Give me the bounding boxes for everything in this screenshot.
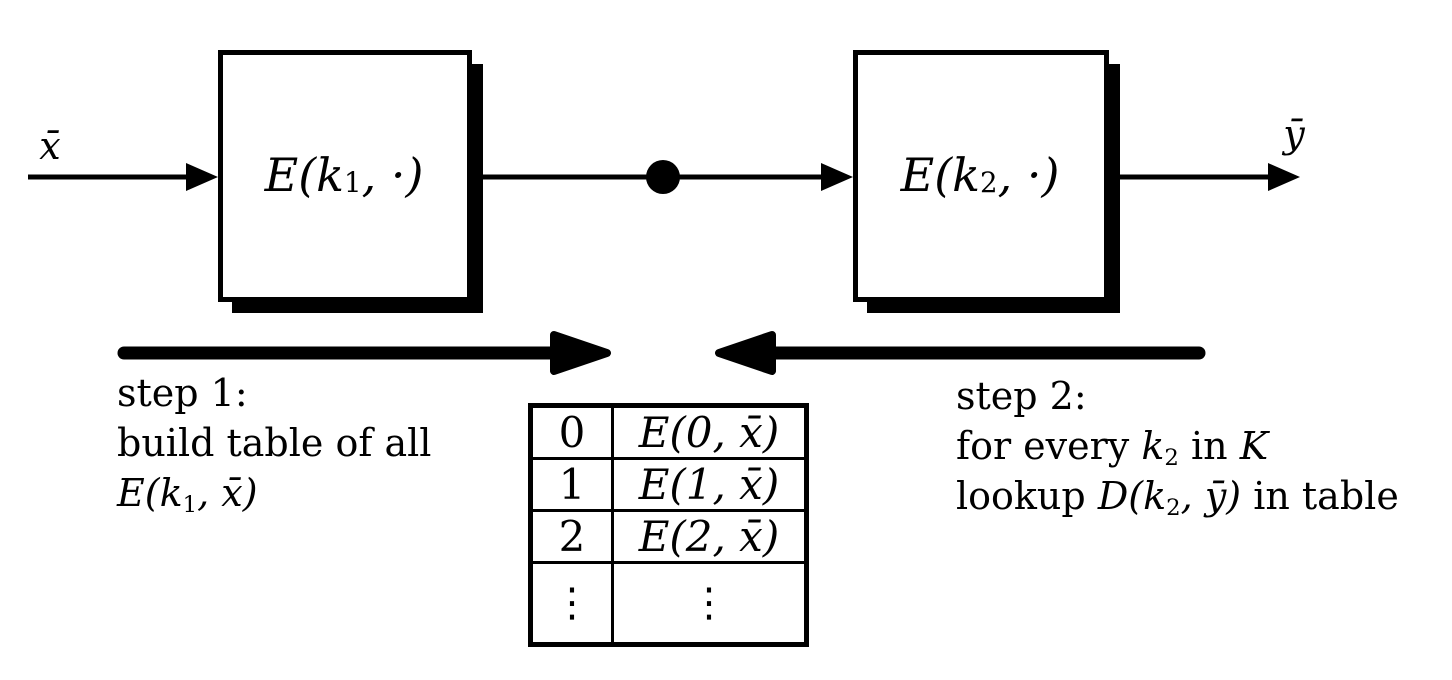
lookup-table: 0 E(0, x̄) 1 E(1, x̄) 2 E(2, x̄) ⋮ ⋮ [528, 403, 809, 647]
step2-formula: lookup D(k2, ȳ) in table [956, 471, 1399, 521]
output-label: ȳ [1283, 112, 1305, 156]
box2-encryption-block [853, 50, 1109, 302]
table-cell-value: E(0, x̄) [611, 404, 808, 460]
input-arrowhead-icon [186, 163, 218, 191]
step2-line2-key: k [1141, 424, 1165, 468]
step2-annotation: step 2: for every k2 in K lookup D(k2, ȳ… [956, 371, 1399, 521]
box2-label-post: , ·) [997, 148, 1060, 202]
table-cell-value-ellipsis: ⋮ [611, 561, 808, 646]
output-arrowhead-icon [1268, 163, 1300, 191]
table-cell-key-ellipsis: ⋮ [529, 561, 614, 646]
table-row-ellipsis: ⋮ ⋮ [529, 561, 808, 646]
step1-arrowhead-icon [550, 331, 611, 375]
step2-line2-text-b: in [1178, 424, 1240, 468]
step2-line2-key-subscript: 2 [1164, 445, 1179, 472]
step2-line3-formula-pre: D(k [1097, 474, 1167, 518]
input-label: x̄ [39, 124, 61, 168]
step1-formula-post: , x̄) [197, 471, 258, 515]
table-cell-key: 2 [529, 509, 614, 564]
step1-formula: E(k1, x̄) [117, 468, 431, 518]
table-cell-key: 0 [529, 404, 614, 460]
junction-dot [646, 160, 680, 194]
table-row: 1 E(1, x̄) [529, 457, 808, 512]
box2-label-pre: E(k [900, 148, 981, 202]
middle-arrowhead-icon [821, 163, 853, 191]
step2-arrowhead-icon [715, 331, 776, 375]
box1-label-post: , ·) [361, 148, 424, 202]
step2-line3-formula-subscript: 2 [1166, 495, 1181, 522]
step1-annotation: step 1: build table of all E(k1, x̄) [117, 368, 431, 518]
step2-line3-formula-post: , ȳ) [1180, 474, 1242, 518]
table-cell-value: E(1, x̄) [611, 457, 808, 512]
step2-line2-text-a: for every [956, 424, 1142, 468]
step1-description: build table of all [117, 421, 432, 465]
step2-description: for every k2 in K [956, 421, 1399, 471]
table-cell-key: 1 [529, 457, 614, 512]
table-row: 0 E(0, x̄) [529, 404, 808, 460]
table-row: 2 E(2, x̄) [529, 509, 808, 564]
step2-keyspace-symbol: K [1239, 424, 1269, 468]
box1-encryption-block [218, 50, 472, 302]
table-cell-value: E(2, x̄) [611, 509, 808, 564]
step2-line3-text-a: lookup [956, 474, 1098, 518]
step1-title: step 1: [117, 371, 248, 415]
step2-title: step 2: [956, 374, 1087, 418]
box1-label-pre: E(k [264, 148, 345, 202]
step1-formula-pre: E(k [117, 471, 183, 515]
step2-line3-text-b: in table [1241, 474, 1399, 518]
step1-formula-subscript: 1 [182, 492, 198, 519]
